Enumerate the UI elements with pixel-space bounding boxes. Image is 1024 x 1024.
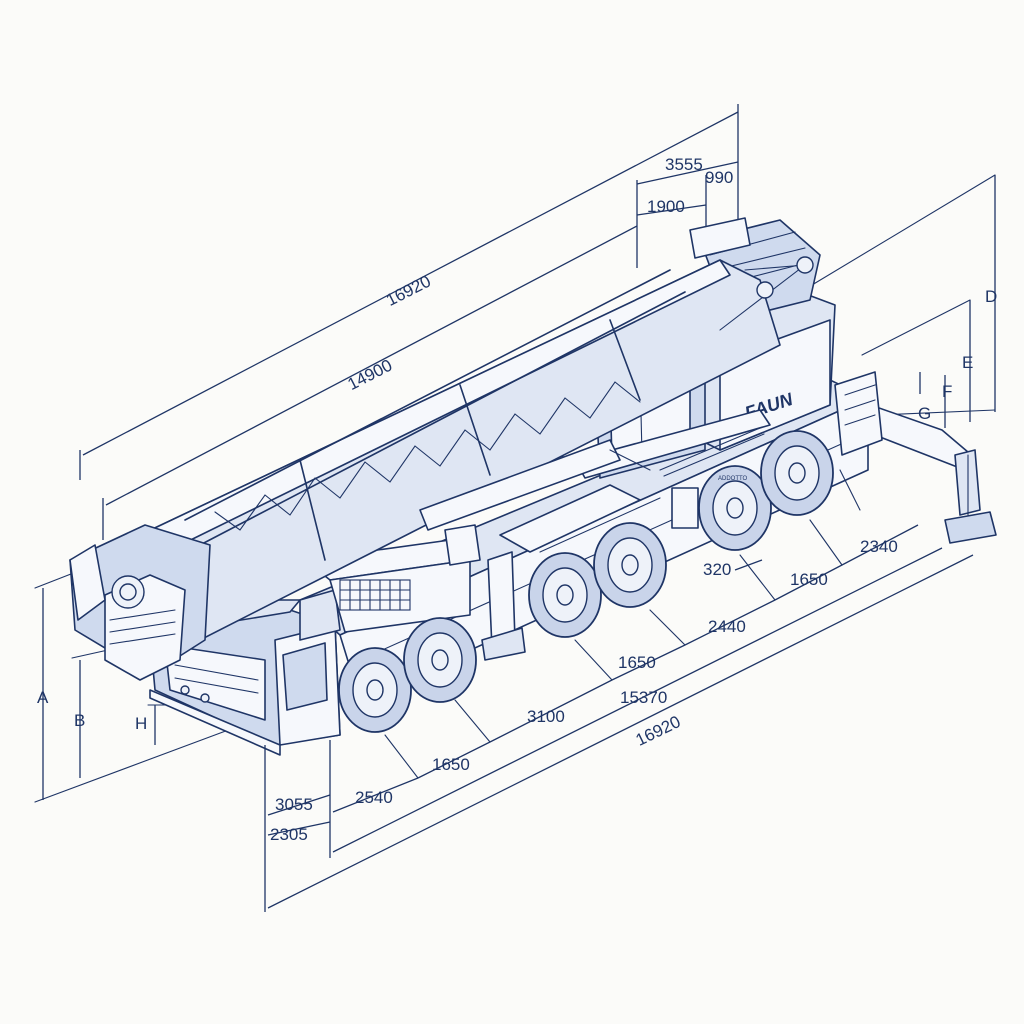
dim-rear-total: 3555 — [665, 155, 703, 174]
top-dimension-lines — [79, 104, 996, 540]
wheel-2 — [403, 617, 477, 703]
lattice-jib — [184, 269, 686, 546]
height-label-a: A — [37, 688, 49, 707]
dim-front-2540: 2540 — [355, 788, 393, 807]
dim-overall-bottom: 16920 — [633, 712, 684, 750]
dim-rear-b: 990 — [705, 168, 733, 187]
dim-1650-mid: 1650 — [618, 653, 656, 672]
turntable-teeth — [659, 427, 765, 477]
dimension-labels: 16920 14900 3555 1900 990 16920 15370 16… — [37, 155, 997, 844]
wheel-3 — [528, 552, 602, 638]
wheel-1 — [338, 647, 412, 733]
dim-2340: 2340 — [860, 537, 898, 556]
dim-front-overhang: 3055 — [275, 795, 313, 814]
wheel-5 — [698, 465, 772, 551]
dim-rear-a: 1900 — [647, 197, 685, 216]
height-label-h: H — [135, 714, 147, 733]
height-label-e: E — [962, 353, 973, 372]
wheel-4 — [593, 522, 667, 608]
dim-1650-front: 1650 — [432, 755, 470, 774]
dim-boom-length: 14900 — [345, 356, 396, 394]
control-panel-grid — [339, 579, 411, 611]
axle-wheels: ADDOTTO — [338, 430, 834, 733]
telescopic-boom — [69, 217, 814, 681]
dim-1650-rear: 1650 — [790, 570, 828, 589]
dim-front-2305: 2305 — [270, 825, 308, 844]
wheel-6 — [760, 430, 834, 516]
height-label-g: G — [918, 404, 931, 423]
rear-outrigger — [834, 371, 997, 544]
dim-2440: 2440 — [708, 617, 746, 636]
dim-overall-top: 16920 — [383, 272, 434, 310]
dim-320: 320 — [703, 560, 731, 579]
tyre-marking: ADDOTTO — [718, 476, 748, 482]
height-label-f: F — [942, 382, 952, 401]
height-label-d: D — [985, 287, 997, 306]
dim-3100: 3100 — [527, 707, 565, 726]
bottom-dimension-lines — [264, 469, 974, 912]
dim-wheelbase: 15370 — [620, 688, 667, 707]
height-label-b: B — [74, 711, 85, 730]
